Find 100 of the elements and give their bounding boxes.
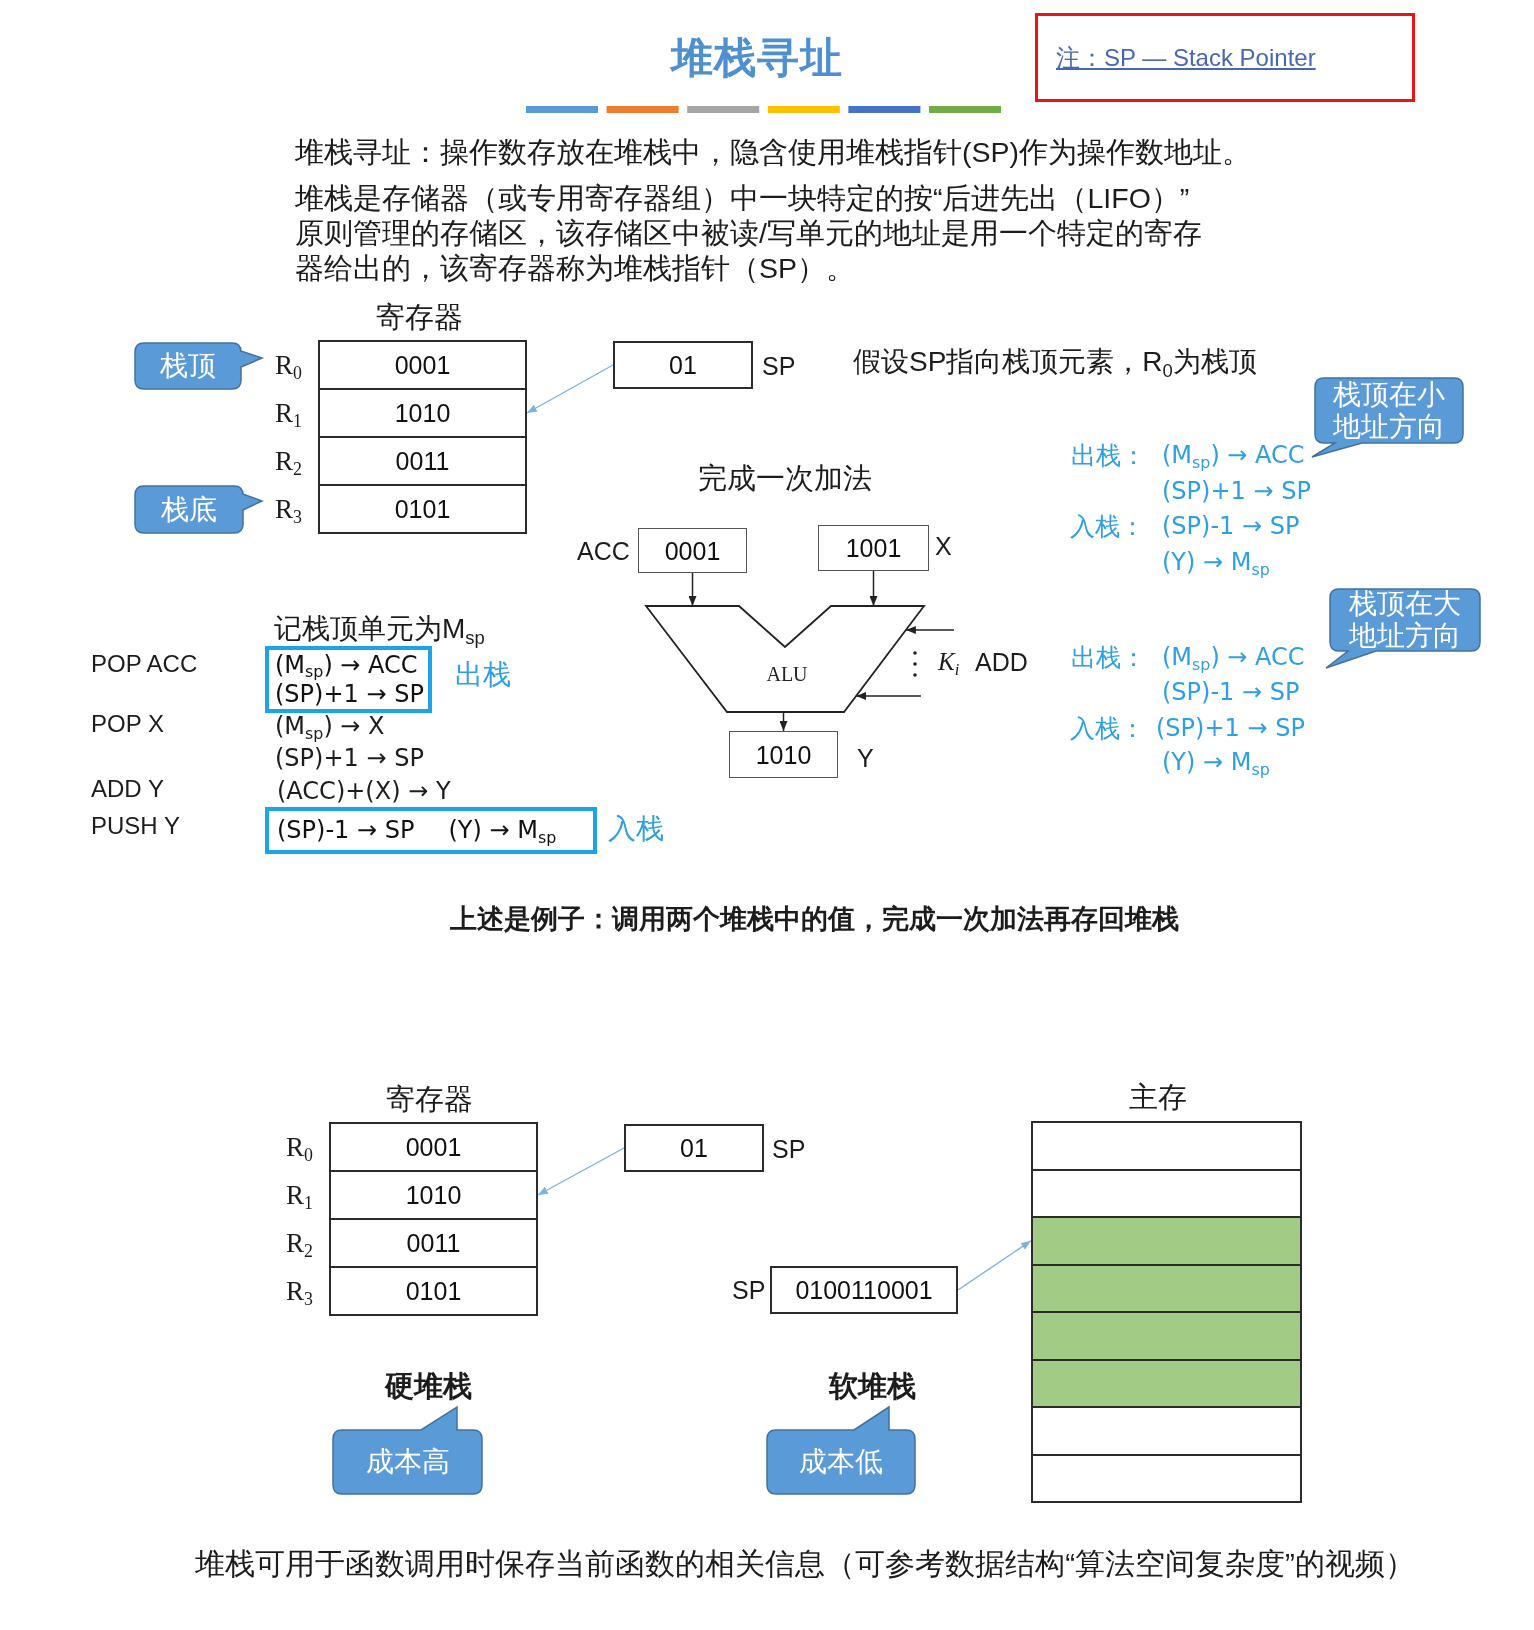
heading: 寄存器 [386, 1083, 473, 1115]
register-cell [318, 340, 527, 390]
alu-label: ALU [766, 662, 808, 686]
binary-value: 0101 [394, 494, 451, 524]
callout-bubble [333, 1407, 482, 1494]
micro-operation: (Y) → M$_{sp}$ [1162, 747, 1270, 777]
micro-operation: (M$_{sp}$) → X [275, 711, 385, 741]
register-cell [329, 1122, 538, 1172]
paragraph: 堆栈是存储器（或专用寄存器组）中一块特定的按“后进先出（LIFO）”原则管理的存储区，该存储区中被读/写单元的地址是用一个特定的寄存器给出的，该寄存器称为堆栈指针（SP）。 [295, 180, 1203, 286]
control-signal-label: K$_{i}$ [938, 647, 960, 677]
memory-cell [1031, 1311, 1302, 1361]
micro-operation: (SP)+1 → SP [275, 679, 424, 709]
register-name: R$_{2}$ [275, 445, 302, 477]
arrow [688, 572, 697, 607]
note-text: 注：SP — Stack Pointer [1056, 42, 1316, 73]
register-name: R$_{1}$ [286, 1179, 313, 1211]
micro-operation: (M$_{sp}$) → ACC [1162, 642, 1305, 672]
binary-value: 1010 [394, 398, 451, 428]
operation-label: 出栈： [1071, 642, 1146, 672]
micro-operation: (Y) → M$_{sp}$ [1162, 547, 1270, 577]
memory-cell [1031, 1263, 1302, 1313]
micro-operation: (SP)-1 → SP [1162, 511, 1300, 541]
register-cell [318, 484, 527, 534]
micro-operation: (SP)-1 → SP [277, 816, 415, 845]
register-name: SP [762, 351, 796, 381]
callout-text: 成本高 [365, 1446, 450, 1478]
memory-cell [1031, 1406, 1302, 1456]
micro-operation: (M$_{sp}$) → ACC [1162, 440, 1305, 470]
register-name: SP [732, 1275, 766, 1305]
memory-cell [1031, 1216, 1302, 1266]
callout-text: 成本低 [799, 1446, 883, 1478]
heading: 完成一次加法 [698, 462, 872, 494]
micro-operation: (SP)+1 → SP [1156, 713, 1305, 743]
register-cell [624, 1124, 764, 1172]
heading: 硬堆栈 [385, 1370, 472, 1402]
register-cell [729, 731, 838, 778]
heading: 主存 [1129, 1081, 1187, 1113]
instruction: POP ACC [91, 649, 198, 679]
binary-value: 1010 [755, 739, 812, 770]
micro-operation: (M$_{sp}$) → ACC [275, 650, 418, 680]
register-name: ACC [577, 535, 630, 566]
binary-value: 0001 [405, 1132, 462, 1162]
arrow [905, 626, 955, 634]
callout-text: 栈底 [161, 493, 217, 526]
register-name: R$_{0}$ [275, 349, 302, 381]
register-cell [329, 1218, 538, 1268]
instruction: PUSH Y [91, 811, 180, 841]
binary-value: 0101 [405, 1276, 462, 1306]
operation-label: 入栈： [1070, 713, 1145, 743]
callout-bubble [1312, 378, 1463, 457]
highlight-frame [265, 646, 432, 713]
register-name: R$_{0}$ [286, 1131, 313, 1163]
callout-bubble [1326, 589, 1480, 668]
operation-label: 入栈： [1070, 511, 1145, 541]
operation-tag: 入栈 [608, 811, 664, 846]
heading: 软堆栈 [829, 1370, 916, 1402]
register-cell [770, 1266, 958, 1314]
callout-bubble [135, 486, 262, 533]
instruction: ADD Y [91, 774, 164, 804]
heading: 寄存器 [376, 301, 463, 333]
control-signal-label: ADD [975, 647, 1028, 677]
micro-operation: (SP)+1 → SP [1162, 476, 1311, 506]
register-cell [329, 1266, 538, 1316]
register-name: R$_{3}$ [275, 493, 302, 525]
alu-symbol [646, 606, 924, 712]
binary-value: 0001 [664, 535, 721, 566]
title: 堆栈寻址 [671, 33, 843, 83]
memory-cell [1031, 1121, 1302, 1171]
memory-cell [1031, 1453, 1302, 1503]
register-name: X [935, 531, 952, 561]
binary-value: 0011 [395, 446, 450, 476]
note-text: 假设SP指向栈顶元素，R$_{0}$为栈顶 [853, 346, 1257, 378]
arrow [537, 1147, 625, 1196]
memory-cell [1031, 1168, 1302, 1218]
register-cell [613, 341, 753, 389]
summary-text: 上述是例子：调用两个堆栈中的值，完成一次加法再存回堆栈 [450, 903, 1179, 935]
callout-text: 栈顶 [160, 350, 216, 382]
callout-bubble [767, 1407, 915, 1494]
arrow [779, 711, 788, 732]
register-name: R$_{1}$ [275, 397, 302, 429]
micro-operation: (SP)+1 → SP [275, 743, 424, 773]
operation-tag: 出栈 [455, 657, 511, 692]
register-cell [329, 1170, 538, 1220]
arrow [526, 364, 614, 414]
register-name: Y [857, 742, 874, 773]
operation-label: 出栈： [1071, 440, 1146, 470]
paragraph: 堆栈寻址：操作数存放在堆栈中，隐含使用堆栈指针(SP)作为操作数地址。 [295, 134, 1251, 170]
callout-text: 栈顶在小地址方向 [1332, 378, 1446, 443]
register-cell [818, 525, 929, 571]
binary-value: 01 [680, 1133, 708, 1163]
register-name: R$_{2}$ [286, 1227, 313, 1259]
binary-value: 1010 [405, 1180, 462, 1210]
highlight-frame [265, 807, 597, 854]
register-name: R$_{3}$ [286, 1275, 313, 1307]
caption: 堆栈可用于函数调用时保存当前函数的相关信息（可参考数据结构“算法空间复杂度”的视频） [195, 1547, 1415, 1581]
arrow [869, 570, 878, 607]
memory-cell [1031, 1358, 1302, 1408]
binary-value: 0011 [406, 1228, 461, 1258]
register-cell [318, 388, 527, 438]
micro-operation: (SP)-1 → SP [1162, 677, 1300, 707]
